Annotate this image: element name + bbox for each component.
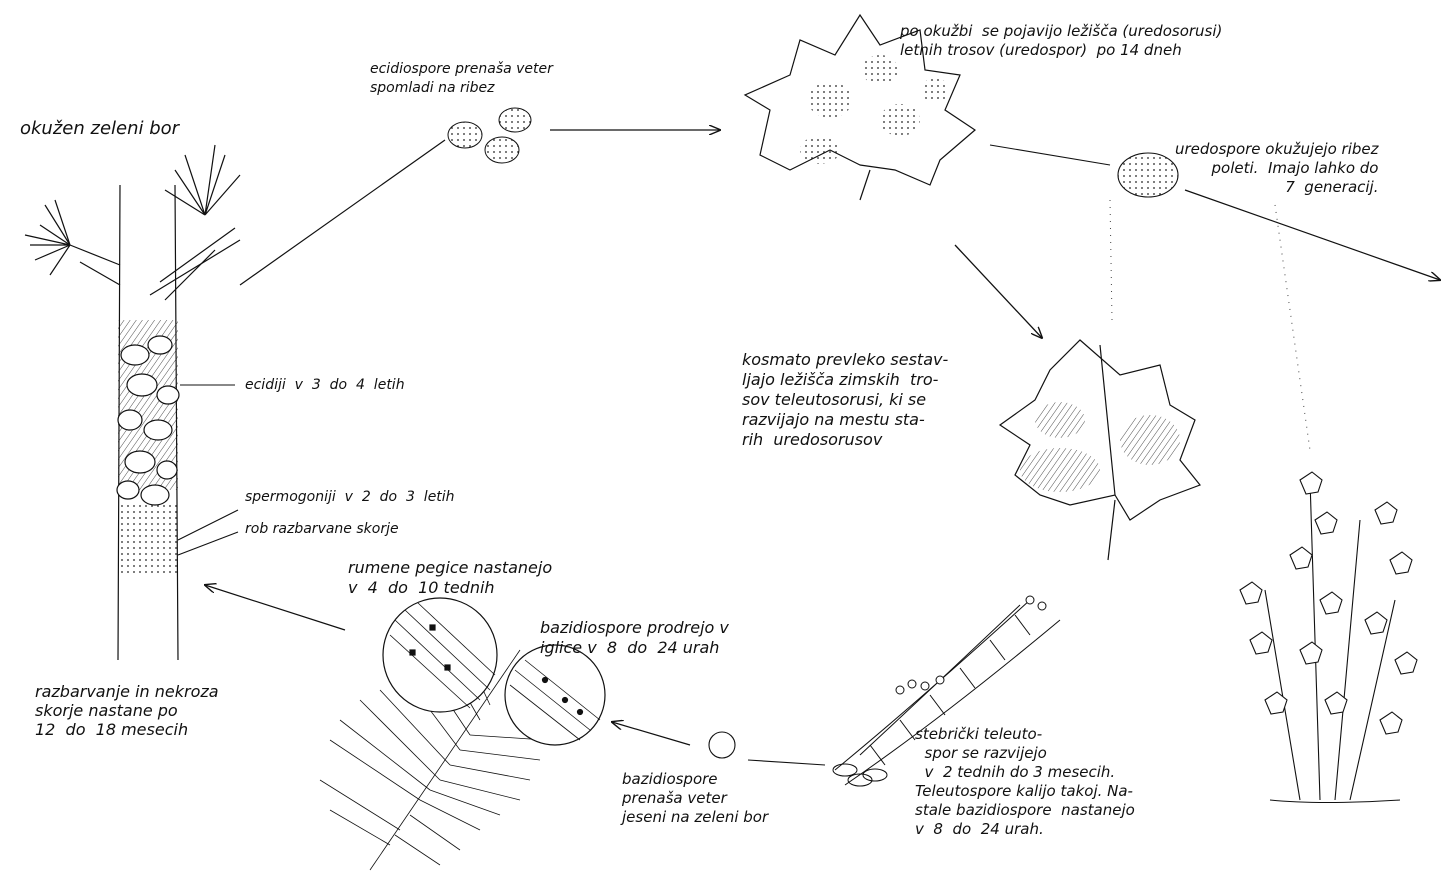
arrow-to-needle xyxy=(612,722,690,745)
label-bark-edge: rob razbarvane skorje xyxy=(245,520,399,539)
currant-leaf-teleutosori xyxy=(1000,340,1200,560)
arrow-to-teleuto-leaf xyxy=(955,245,1042,338)
arrow-offpage xyxy=(1185,190,1440,280)
label-basidiospores-penetrate: bazidiospore prodrejo v iglice v 8 do 24… xyxy=(540,618,729,658)
label-aecidia: ecidiji v 3 do 4 letih xyxy=(245,376,405,395)
label-basidiospores-wind: bazidiospore prenaša veter jeseni na zel… xyxy=(622,770,768,827)
magnified-needle-spots xyxy=(383,598,497,712)
uredospore xyxy=(1118,153,1178,197)
currant-bush xyxy=(1240,472,1417,803)
label-teleuto-columns: stebrički teleuto- spor se razvijejo v 2… xyxy=(915,725,1135,839)
label-uredosori-appear: po okužbi se pojavijo ležišča (uredosoru… xyxy=(900,22,1222,60)
basidiospore xyxy=(709,732,735,758)
trunk-callouts xyxy=(178,385,238,555)
label-infected-pine: okužen zeleni bor xyxy=(20,118,179,140)
label-yellow-spots: rumene pegice nastanejo v 4 do 10 tednih xyxy=(348,558,552,598)
magnified-basidiospore-entry xyxy=(505,645,605,745)
label-spermogonia: spermogoniji v 2 do 3 letih xyxy=(245,488,455,507)
arrow-to-trunk xyxy=(205,585,345,630)
label-uredospores-infect: uredospore okužujejo ribez poleti. Imajo… xyxy=(1175,140,1379,197)
aeciospore-cluster xyxy=(448,108,531,163)
label-aeciospores-wind: ecidiospore prenaša veter spomladi na ri… xyxy=(370,60,553,98)
label-bark-necrosis: razbarvanje in nekroza skorje nastane po… xyxy=(35,682,219,739)
label-teleutosori-coating: kosmato prevleko sestav- ljajo ležišča z… xyxy=(742,350,948,450)
infected-pine-trunk xyxy=(25,145,240,660)
